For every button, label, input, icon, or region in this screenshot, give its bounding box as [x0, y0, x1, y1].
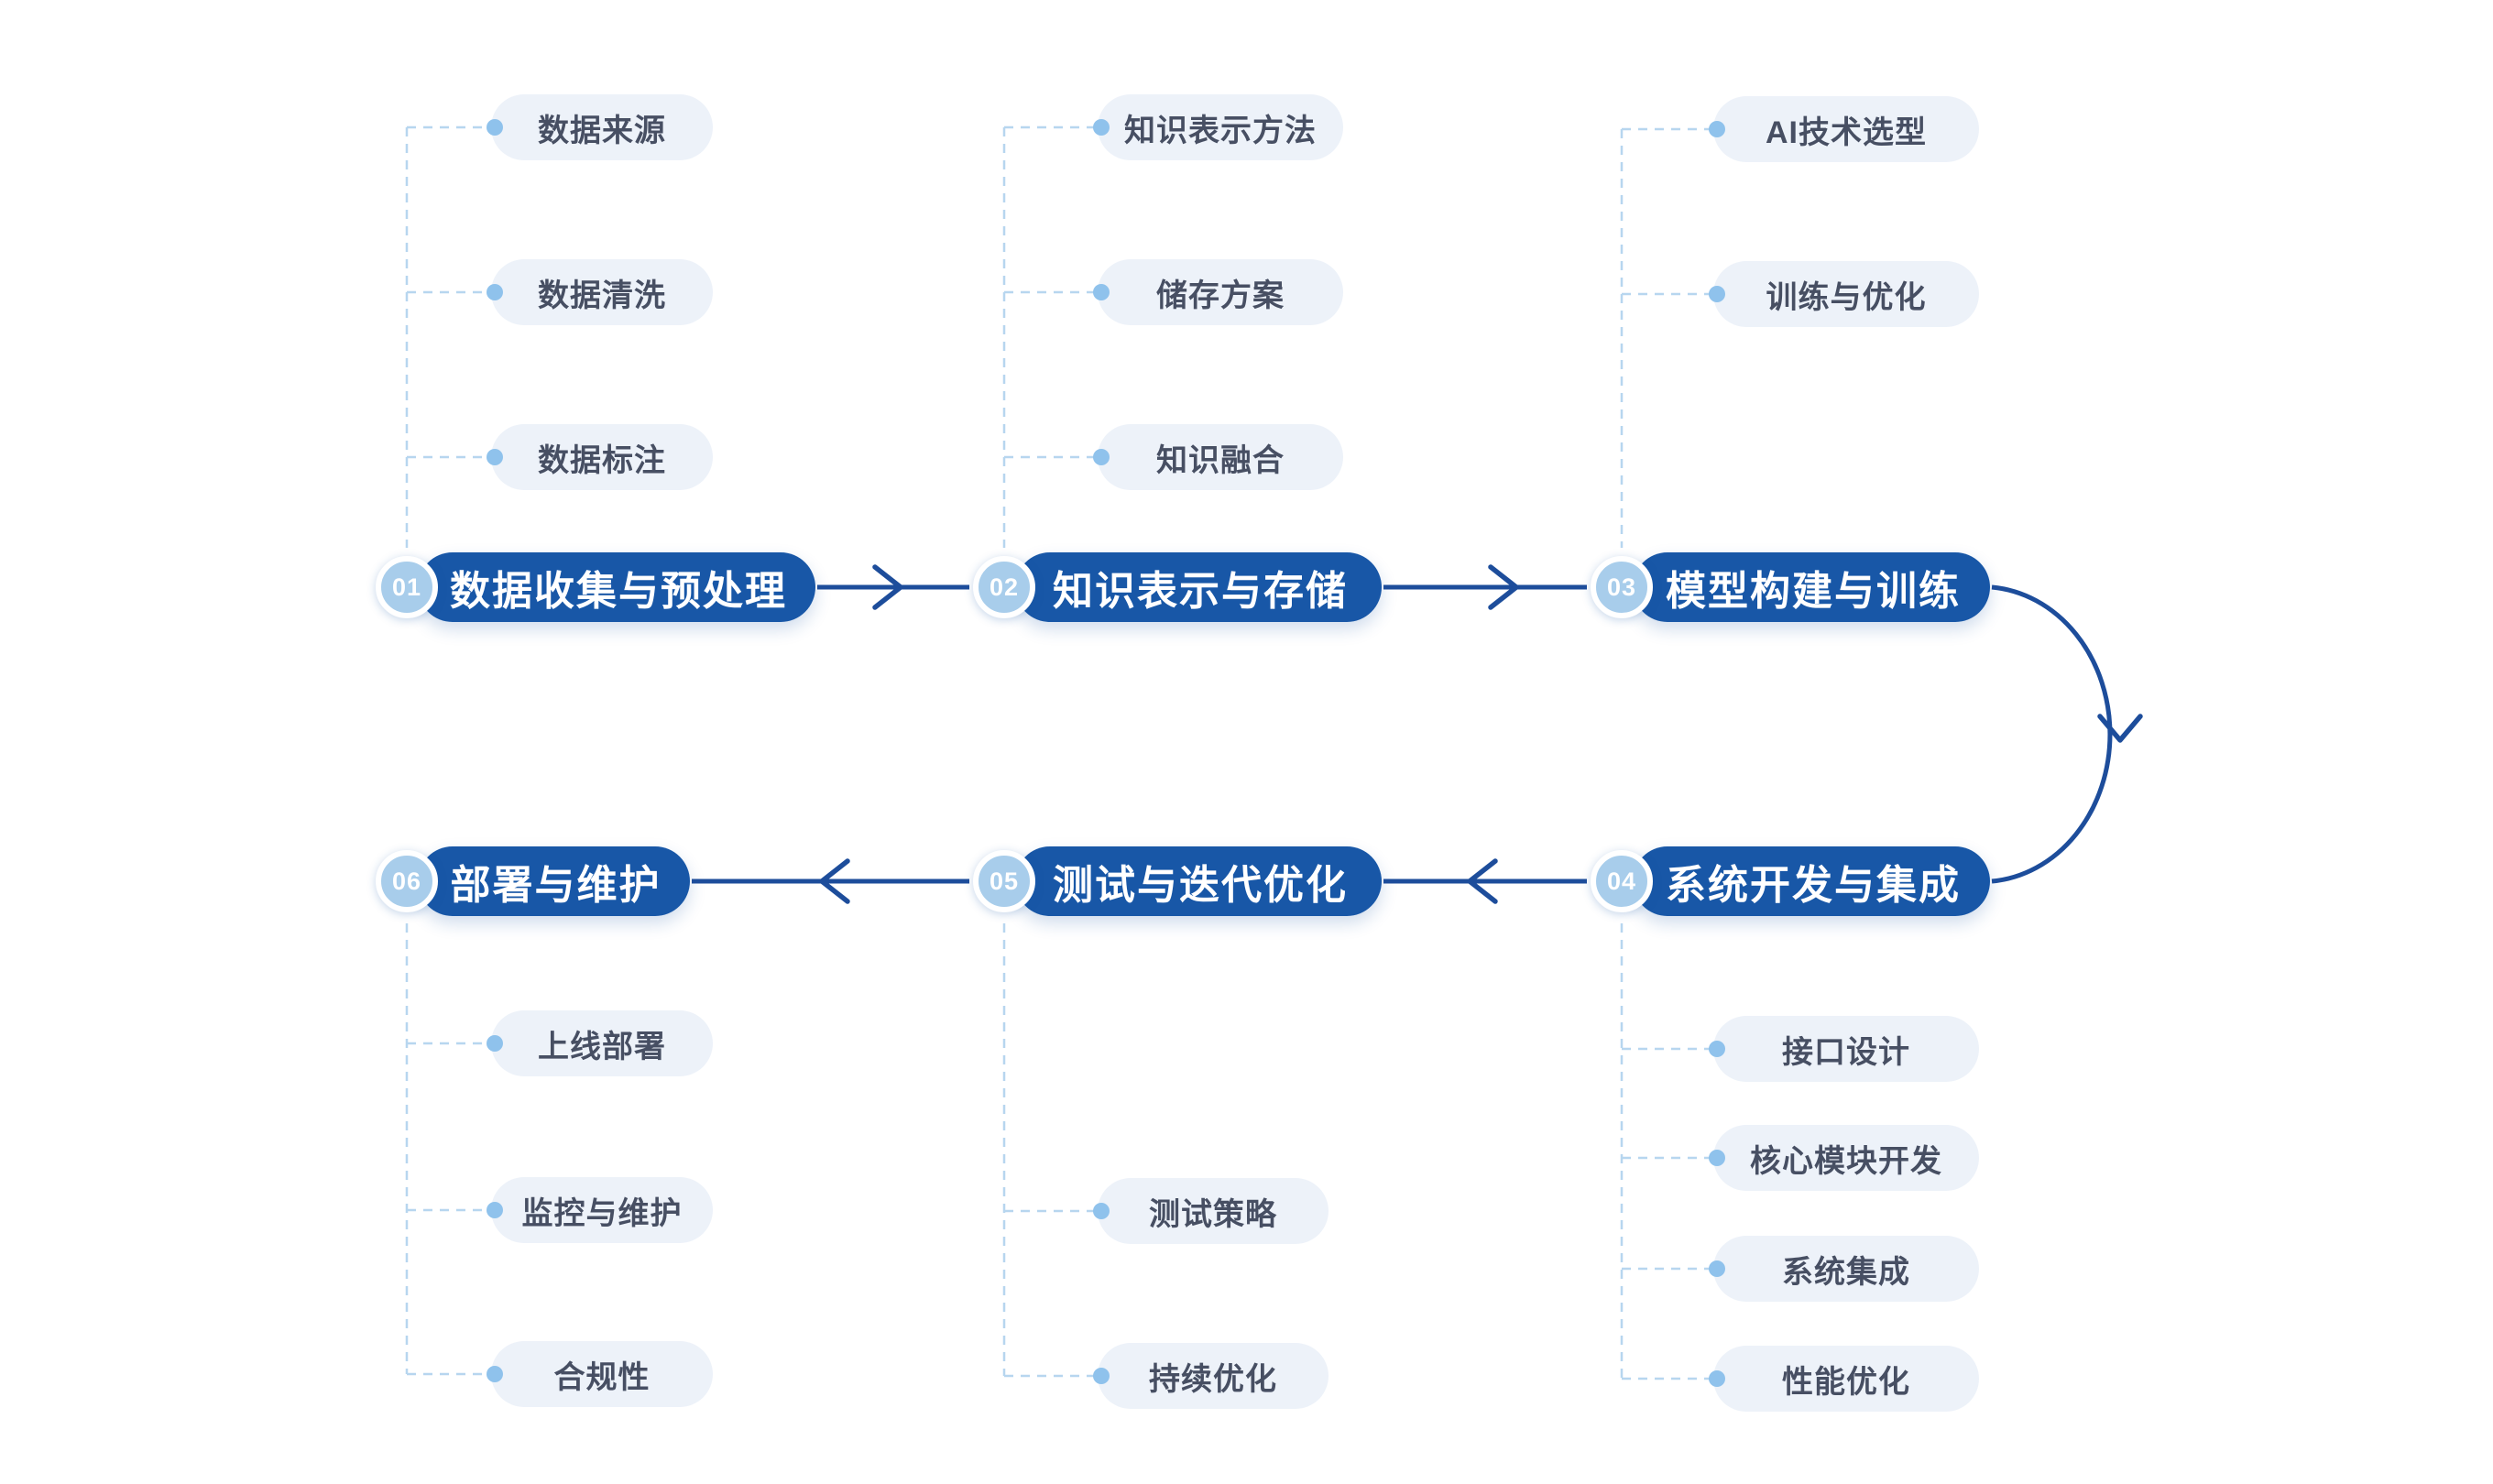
step-title: 数据收集与预处理 — [450, 569, 787, 614]
step-title: 知识表示与存储 — [1053, 569, 1348, 614]
step-number: 03 — [1606, 573, 1637, 601]
step-number: 06 — [391, 867, 422, 895]
subitem-pill: 数据来源 — [491, 94, 713, 160]
step-title: 部署与维护 — [450, 863, 662, 908]
branch-tree-step-05 — [1002, 923, 1098, 1378]
step-node-06: 06 部署与维护 — [376, 846, 690, 916]
step-node-04: 04 系统开发与集成 — [1591, 846, 1990, 916]
arrow-step2-to-step3 — [1383, 564, 1587, 610]
branch-tree-step-03 — [1620, 127, 1713, 548]
subitem-pill: 数据清洗 — [491, 259, 713, 325]
arrow-step1-to-step2 — [817, 564, 969, 610]
arrow-step5-to-step6 — [692, 858, 969, 904]
step-title: 模型构建与训练 — [1666, 569, 1961, 614]
subitem-pill: 上线部署 — [491, 1010, 713, 1076]
step-node-05: 05 测试与迭代优化 — [973, 846, 1382, 916]
subitem-pill: 知识融合 — [1098, 424, 1343, 490]
step-node-01: 01 数据收集与预处理 — [376, 552, 815, 622]
subitem-pill: 系统集成 — [1713, 1236, 1979, 1302]
step-number-badge: 05 — [973, 850, 1035, 912]
subitem-pill: 接口设计 — [1713, 1016, 1979, 1082]
step-number: 04 — [1606, 867, 1637, 895]
step-number: 05 — [989, 867, 1020, 895]
branch-tree-step-06 — [405, 923, 491, 1376]
step-title-pill: 部署与维护 — [418, 846, 690, 916]
step-number: 01 — [391, 573, 422, 601]
step-title-pill: 知识表示与存储 — [1015, 552, 1382, 622]
arrow-step4-to-step5 — [1383, 858, 1587, 904]
subitem-pill: AI技术选型 — [1713, 96, 1979, 162]
branch-tree-step-01 — [405, 125, 491, 548]
step-number-badge: 03 — [1591, 556, 1653, 618]
step-number: 02 — [989, 573, 1020, 601]
subitem-pill: 性能优化 — [1713, 1346, 1979, 1412]
subitem-pill: 知识表示方法 — [1098, 94, 1343, 160]
step-node-03: 03 模型构建与训练 — [1591, 552, 1990, 622]
subitem-pill: 合规性 — [491, 1341, 713, 1407]
branch-tree-step-04 — [1620, 923, 1713, 1380]
branch-tree-step-02 — [1002, 125, 1098, 548]
step-title-pill: 系统开发与集成 — [1633, 846, 1990, 916]
subitem-pill: 数据标注 — [491, 424, 713, 490]
step-title-pill: 模型构建与训练 — [1633, 552, 1990, 622]
subitem-pill: 训练与优化 — [1713, 261, 1979, 327]
step-title: 测试与迭代优化 — [1053, 863, 1348, 908]
subitem-pill: 储存方案 — [1098, 259, 1343, 325]
subitem-pill: 监控与维护 — [491, 1177, 713, 1243]
step-title-pill: 测试与迭代优化 — [1015, 846, 1382, 916]
subitem-pill: 核心模块开发 — [1713, 1125, 1979, 1191]
step-number-badge: 06 — [376, 850, 438, 912]
step-number-badge: 01 — [376, 556, 438, 618]
step-number-badge: 02 — [973, 556, 1035, 618]
step-node-02: 02 知识表示与存储 — [973, 552, 1382, 622]
subitem-pill: 持续优化 — [1098, 1343, 1329, 1409]
step-title-pill: 数据收集与预处理 — [418, 552, 815, 622]
step-title: 系统开发与集成 — [1666, 863, 1961, 908]
step-number-badge: 04 — [1591, 850, 1653, 912]
arrow-step3-to-step4-curve — [1991, 584, 2143, 884]
subitem-pill: 测试策略 — [1098, 1178, 1329, 1244]
